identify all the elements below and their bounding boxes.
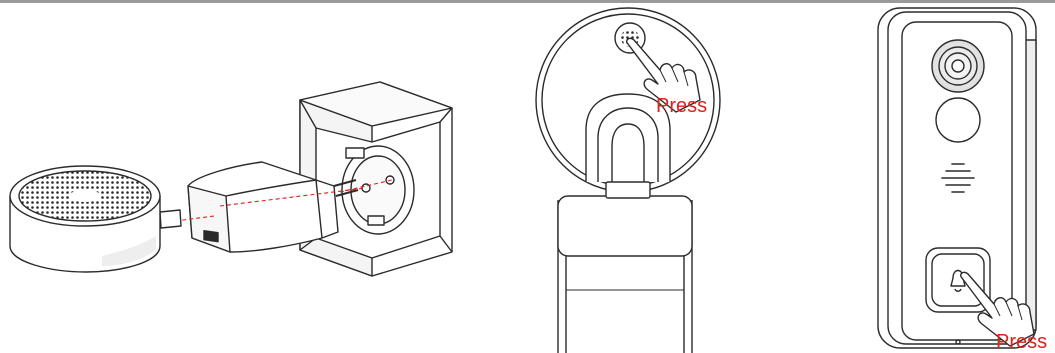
motion-sensor	[936, 98, 980, 142]
camera-lens-icon	[932, 40, 984, 92]
speaker-chime-icon	[10, 166, 160, 272]
camera-mount-panel	[536, 8, 720, 353]
press-label-camera: Press	[656, 96, 707, 116]
press-label-doorbell: Press	[996, 332, 1047, 352]
chime-setup-panel	[10, 82, 452, 276]
wall-socket-icon	[300, 82, 452, 276]
doorbell-panel	[878, 8, 1036, 348]
